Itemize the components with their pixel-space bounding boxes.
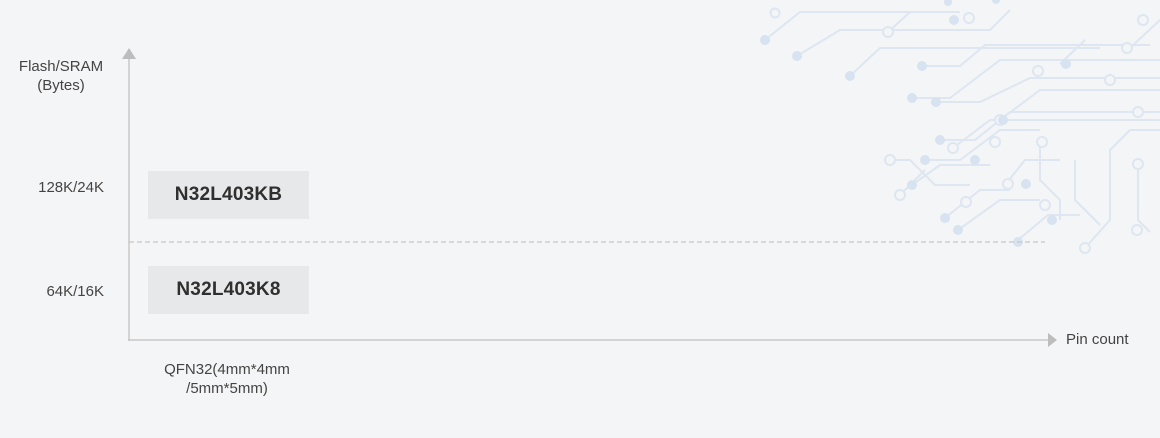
- x-tick-line2: /5mm*5mm): [186, 380, 268, 397]
- y-tick-64k-16k: 64K/16K: [46, 283, 104, 300]
- y-axis-arrow-icon: [122, 48, 136, 59]
- chip-box-n32l403kb[interactable]: N32L403KB: [148, 171, 309, 219]
- x-axis-arrow-icon: [1048, 333, 1057, 347]
- y-axis-title-line2: (Bytes): [37, 77, 85, 94]
- y-tick-128k-24k: 128K/24K: [38, 179, 104, 196]
- y-axis-title: Flash/SRAM (Bytes): [10, 57, 112, 95]
- x-tick-line1: QFN32(4mm*4mm: [164, 361, 290, 378]
- y-axis-title-line1: Flash/SRAM: [18, 58, 104, 75]
- x-tick-qfn32: QFN32(4mm*4mm /5mm*5mm): [138, 360, 316, 398]
- x-axis-label: Pin count: [1066, 331, 1129, 348]
- chip-label: N32L403KB: [174, 184, 283, 205]
- chip-label: N32L403K8: [176, 279, 281, 300]
- chip-box-n32l403k8[interactable]: N32L403K8: [148, 266, 309, 314]
